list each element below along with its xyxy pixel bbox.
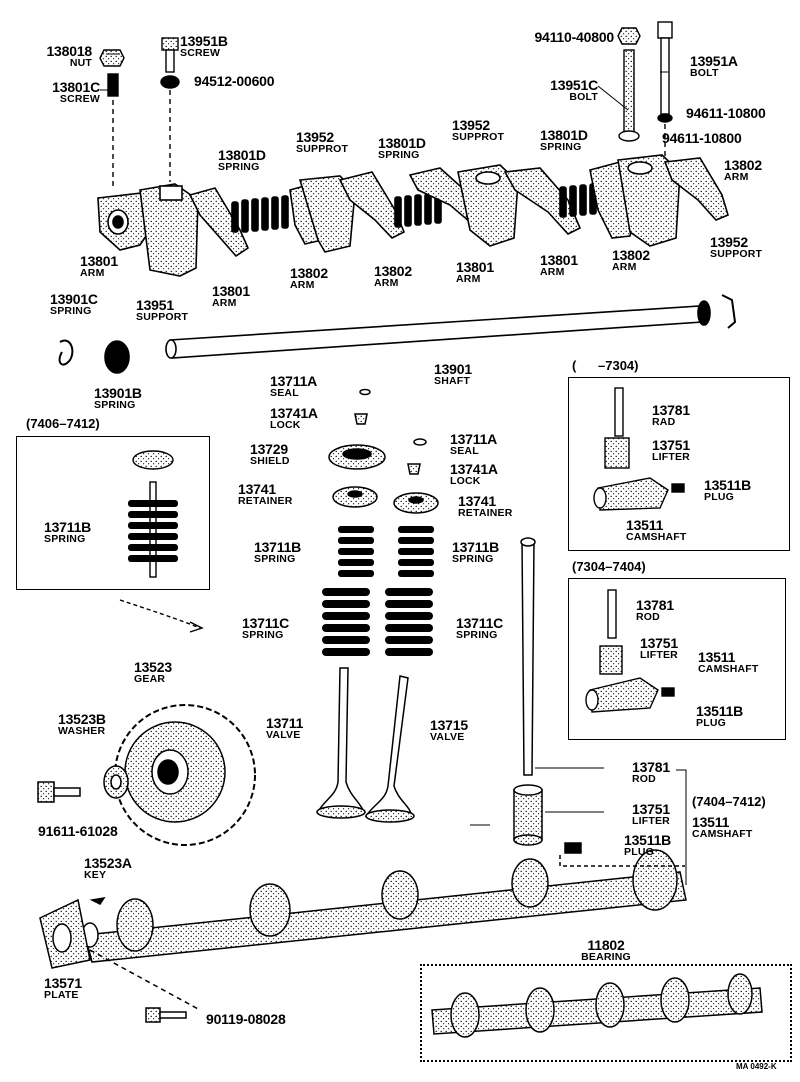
callout-94611-10800-b: 94611-10800 (662, 130, 742, 146)
callout-90119-08028: 90119-08028 (206, 1011, 286, 1027)
variant-box-7304-7404 (568, 578, 786, 740)
bearing-box (420, 964, 792, 1062)
variant-header-7404-7412: (7404–7412) (692, 794, 766, 809)
drawing-code: MA 0492-K (736, 1062, 777, 1071)
side-box-drawings (585, 387, 685, 713)
leader-lines (100, 53, 687, 885)
variant-header-upto-7304: ( –7304) (572, 358, 639, 373)
valve-components (316, 388, 543, 846)
variant-header-7304-7404: (7304–7404) (572, 559, 646, 574)
callout-94110-40800: 94110-40800 (534, 29, 614, 45)
box-7406-7412-drawing (119, 450, 204, 633)
rocker-arm-assembly (97, 154, 729, 277)
callout-91611-61028: 91611-61028 (38, 823, 118, 839)
variant-box-7406-7412 (16, 436, 210, 590)
bearing-camshaft-drawing (431, 973, 763, 1038)
variant-box-upto-7304 (568, 377, 790, 551)
callout-94611-10800-a: 94611-10800 (686, 105, 766, 121)
callout-94512-00600: 94512-00600 (194, 73, 275, 89)
gear-and-camshaft (37, 704, 687, 1023)
rocker-shaft (58, 294, 737, 374)
variant-header-7406-7412: (7406–7412) (26, 416, 100, 431)
